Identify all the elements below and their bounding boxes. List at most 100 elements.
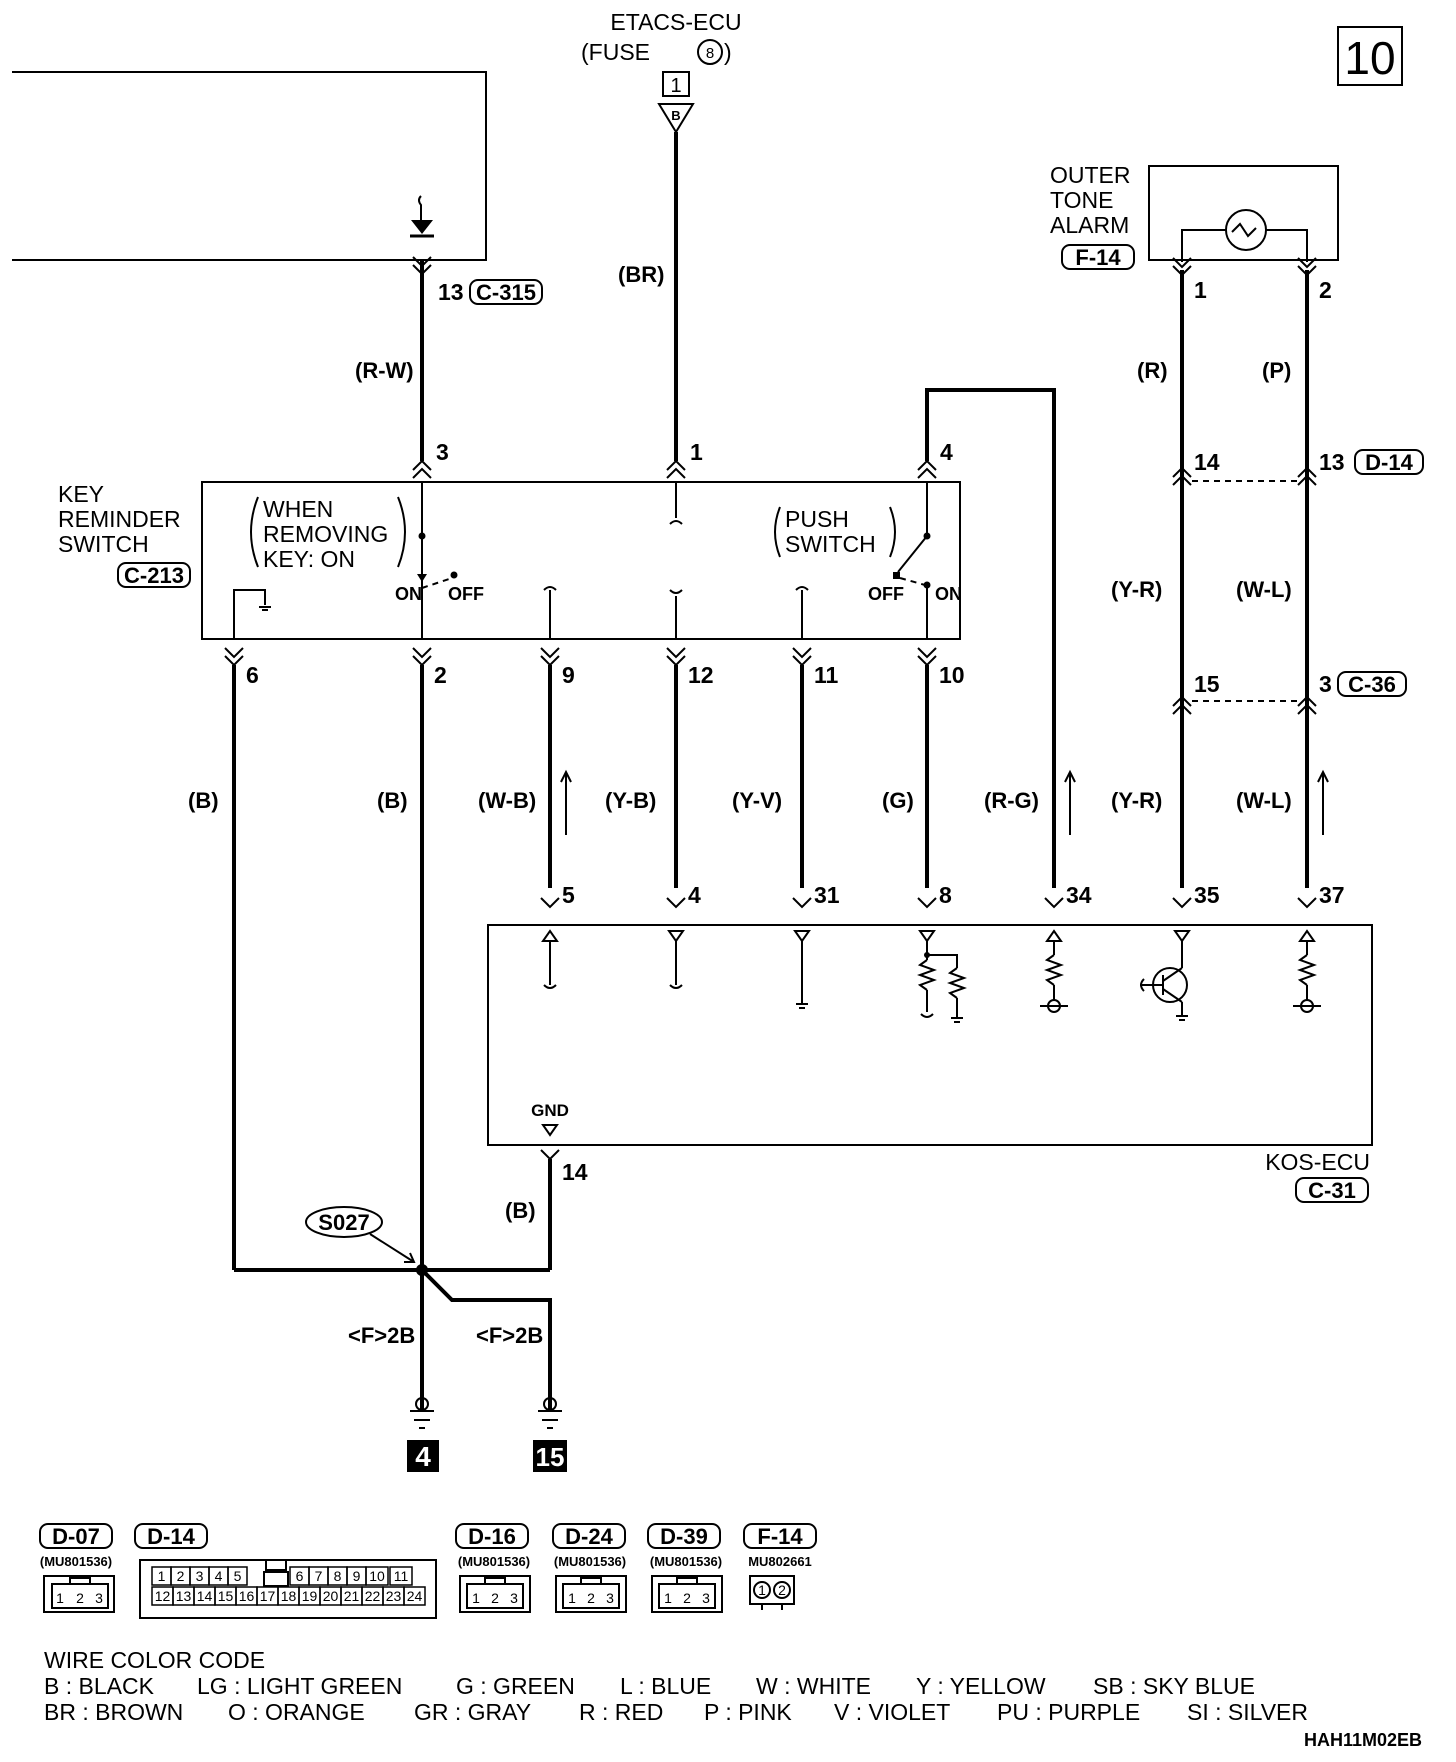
wire-label-w-l-2: (W-L) [1236, 788, 1292, 813]
d14-pin-label: 4 [215, 1568, 223, 1584]
pin-ks-4: 4 [940, 439, 953, 465]
d14-pin-cell [365, 1566, 389, 1586]
d14-pin-label: 23 [386, 1588, 402, 1604]
svg-text:1: 1 [664, 1590, 672, 1606]
resistor-icon [1297, 954, 1317, 986]
svg-text:D-07: D-07 [52, 1524, 100, 1549]
fuse-number-circle [697, 39, 723, 65]
d14-pin-label: 14 [197, 1588, 213, 1604]
svg-text:F-14: F-14 [757, 1524, 803, 1549]
diode-lead [418, 195, 422, 220]
d14-pin-label: 6 [296, 1568, 304, 1584]
key-note-line2: REMOVING [263, 521, 388, 547]
wire-color-code-entry: SI : SILVER [1187, 1699, 1308, 1725]
d14-pin-label: 12 [155, 1588, 171, 1604]
wire-color-code-entry: G : GREEN [456, 1673, 575, 1699]
svg-text:1: 1 [56, 1590, 64, 1606]
wire-label-y-r: (Y-R) [1111, 577, 1162, 602]
d14-pin-cell [389, 1566, 413, 1586]
wire-label-b3: (B) [505, 1198, 536, 1223]
wire-label-r: (R) [1137, 358, 1168, 383]
d14-pin-label: 8 [334, 1568, 342, 1584]
wire-color-code-entry: P : PINK [704, 1699, 792, 1725]
outer-tone-alarm-line2: TONE [1050, 187, 1113, 213]
pin-ecu-14: 14 [562, 1159, 588, 1185]
svg-text:(MU801536): (MU801536) [40, 1554, 112, 1569]
wire-label-br: (BR) [618, 262, 664, 287]
wire-color-code-entry: B : BLACK [44, 1673, 155, 1699]
pin-c36-3: 3 [1319, 671, 1332, 697]
d14-pin-label: 13 [176, 1588, 192, 1604]
pin-ecu-31: 31 [814, 882, 840, 908]
d14-pin-label: 3 [196, 1568, 204, 1584]
outer-tone-alarm-line1: OUTER [1050, 162, 1131, 188]
d14-pin-label: 18 [281, 1588, 297, 1604]
d14-pin-label: 24 [407, 1588, 423, 1604]
wire-color-code-entry: R : RED [579, 1699, 663, 1725]
d14-pin-label: 2 [177, 1568, 185, 1584]
resistor-icon [947, 967, 967, 999]
wire-label-r-g: (R-G) [984, 788, 1039, 813]
d14-pin-label: 16 [239, 1588, 255, 1604]
svg-text:1: 1 [472, 1590, 480, 1606]
svg-text:D-14: D-14 [147, 1524, 195, 1549]
pin-13-c315: 13 [438, 279, 464, 305]
svg-text:D-39: D-39 [660, 1524, 708, 1549]
wire-label-y-r-2: (Y-R) [1111, 788, 1162, 813]
d14-pin-label: 10 [369, 1568, 385, 1584]
svg-text:(MU801536): (MU801536) [458, 1554, 530, 1569]
svg-text:2: 2 [76, 1590, 84, 1606]
svg-text:(MU801536): (MU801536) [554, 1554, 626, 1569]
push-switch-line2: SWITCH [785, 531, 876, 557]
resistor-icon [917, 959, 937, 991]
svg-text:2: 2 [683, 1590, 691, 1606]
etacs-fuse-label: (FUSE [581, 39, 650, 65]
pin-ks-3: 3 [436, 439, 449, 465]
push-switch-off: OFF [868, 584, 904, 604]
wire-color-code-entry: W : WHITE [756, 1673, 871, 1699]
connector-view-d-24: D-24 (MU801536) 1 2 3 [552, 1523, 627, 1613]
svg-text:1: 1 [758, 1582, 766, 1598]
pin-alarm-1: 1 [1194, 277, 1207, 303]
pin-ks-11: 11 [814, 662, 839, 688]
pin-ks-9: 9 [562, 662, 575, 688]
d14-pin-label: 17 [260, 1588, 276, 1604]
wire-color-code-entry: BR : BROWN [44, 1699, 183, 1725]
wire-color-code-entry: Y : YELLOW [916, 1673, 1046, 1699]
connector-view-f-14: F-14 MU802661 1 2 [743, 1523, 817, 1610]
connector-c-36: C-36 [1348, 672, 1396, 697]
connector-view-d-16: D-16 (MU801536) 1 2 3 [455, 1523, 531, 1613]
pin-ecu-8: 8 [939, 882, 952, 908]
d14-pin-label: 21 [344, 1588, 360, 1604]
kos-ecu-label: KOS-ECU [1265, 1149, 1370, 1175]
d14-pin-label: 22 [365, 1588, 381, 1604]
wire-color-code-entry: L : BLUE [620, 1673, 711, 1699]
connector-f-14: F-14 [1075, 245, 1121, 270]
connector-view-d-39: D-39 (MU801536) 1 2 3 [647, 1523, 723, 1613]
etacs-pin: 1 [670, 75, 681, 97]
buzzer-icon [1225, 209, 1267, 251]
d14-pin-label: 20 [323, 1588, 339, 1604]
connector-view-d-07: D-07 (MU801536) 1 2 3 [39, 1523, 115, 1613]
signal-arrow-icon [1317, 769, 1329, 835]
signal-arrow-icon [1064, 769, 1076, 835]
etacs-terminal-icon [657, 103, 695, 134]
key-reminder-line2: REMINDER [58, 506, 181, 532]
d14-pin-label: 9 [353, 1568, 361, 1584]
ecu-gnd-label: GND [531, 1101, 569, 1120]
wire-label-b1: (B) [188, 788, 219, 813]
pin-ecu-4: 4 [688, 882, 701, 908]
connector-c-213: C-213 [124, 563, 184, 588]
d14-pin-label: 15 [218, 1588, 234, 1604]
connector-c-315: C-315 [476, 280, 536, 305]
wire-label-r-w: (R-W) [355, 358, 414, 383]
connector-c-31: C-31 [1308, 1178, 1356, 1203]
key-note-line1: WHEN [263, 496, 333, 522]
svg-text:3: 3 [95, 1590, 103, 1606]
d14-pin-label: 5 [234, 1568, 242, 1584]
wire-label-y-v: (Y-V) [732, 788, 782, 813]
pin-ecu-37: 37 [1319, 882, 1345, 908]
